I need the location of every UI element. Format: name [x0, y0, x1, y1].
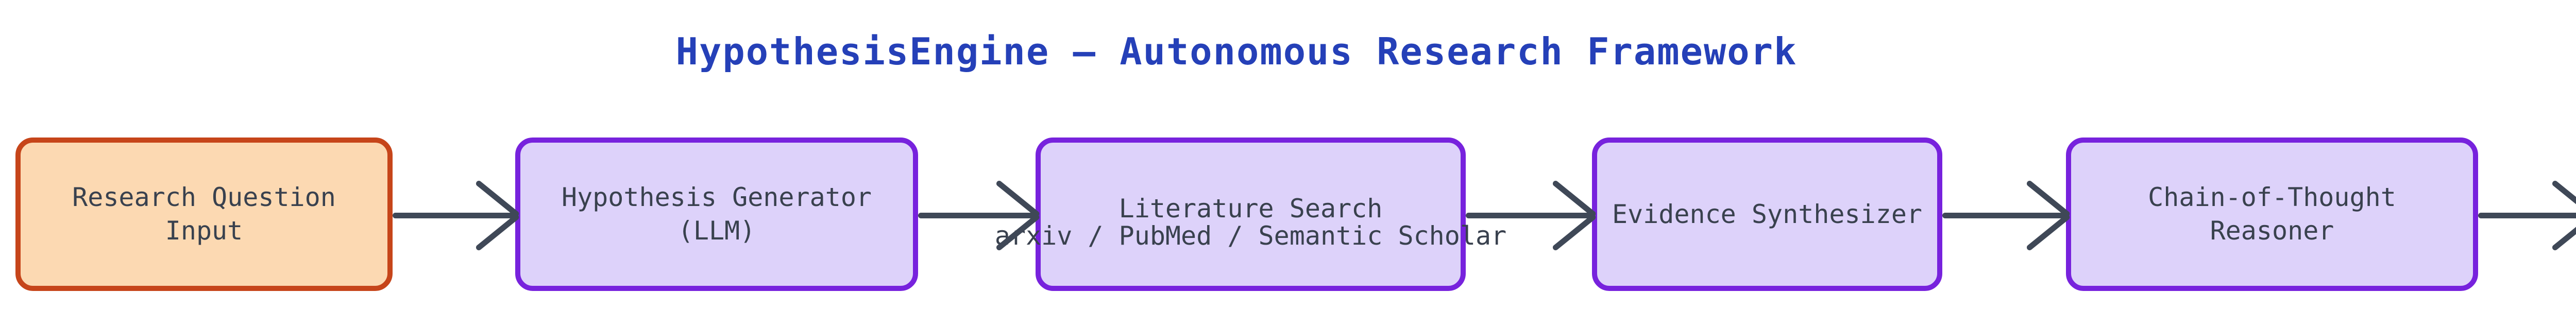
- edge-shaft: [1942, 213, 2066, 218]
- arrowhead-icon: [2022, 178, 2071, 252]
- node-label-line1: Literature Search: [1118, 194, 1383, 224]
- edge-generator-to-literature: [918, 178, 1041, 252]
- node-hypothesis-generator[interactable]: Hypothesis Generator (LLM): [515, 138, 918, 291]
- arrowhead-icon: [2547, 178, 2576, 252]
- edge-shaft: [1466, 213, 1592, 218]
- node-evidence-synthesizer[interactable]: Evidence Synthesizer: [1592, 138, 1942, 291]
- edge-shaft: [393, 213, 515, 218]
- edge-shaft: [918, 213, 1036, 218]
- node-label-line2: Reasoner: [2210, 216, 2334, 246]
- node-label-line2: Input: [165, 216, 243, 246]
- node-literature-search[interactable]: Literature Search arxiv / PubMed / Seman…: [995, 138, 1506, 291]
- edge-evidence-to-reasoner: [1942, 178, 2071, 252]
- edge-reasoner-to-output: [2478, 178, 2576, 252]
- edge-input-to-generator: [393, 178, 520, 252]
- node-label-line1: Evidence Synthesizer: [1612, 199, 1923, 229]
- arrowhead-icon: [1548, 178, 1597, 252]
- node-label-line1: Hypothesis Generator: [561, 182, 872, 212]
- node-label-line1: Chain-of-Thought: [2148, 182, 2396, 212]
- page-title: HypothesisEngine — Autonomous Research F…: [675, 30, 1798, 73]
- node-label-line2: (LLM): [677, 216, 756, 246]
- node-research-question-input[interactable]: Research Question Input: [15, 138, 393, 291]
- edge-shaft: [2478, 213, 2576, 218]
- node-chain-of-thought-reasoner[interactable]: Chain-of-Thought Reasoner: [2066, 138, 2478, 291]
- arrowhead-icon: [991, 178, 1041, 252]
- arrowhead-icon: [471, 178, 520, 252]
- edge-literature-to-evidence: [1466, 178, 1597, 252]
- node-label-line1: Research Question: [72, 182, 336, 212]
